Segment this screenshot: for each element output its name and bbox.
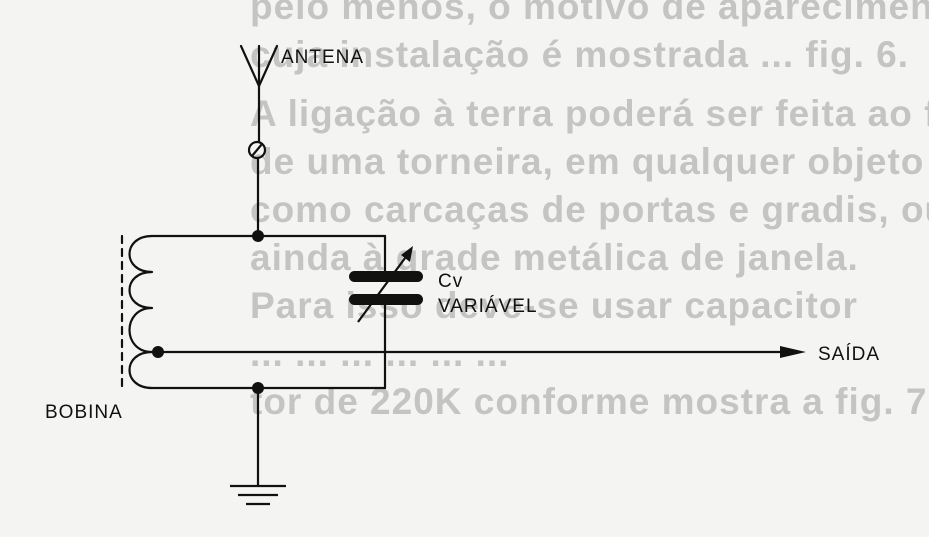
antenna-terminal-icon [247, 140, 267, 160]
coil-label: BOBINA [45, 402, 123, 423]
junction-dot [252, 382, 264, 394]
variable-capacitor-icon [349, 246, 423, 323]
junction-dot [152, 346, 164, 358]
output-label: SAÍDA [818, 344, 880, 365]
output-arrow-icon [780, 346, 806, 358]
antenna-label: ANTENA [281, 47, 364, 68]
capacitor-symbol-label: Cv [438, 271, 463, 292]
junction-dot [252, 230, 264, 242]
coil-icon [128, 234, 154, 390]
capacitor-type-label: VARIÁVEL [438, 296, 538, 317]
ground-icon [230, 484, 286, 506]
